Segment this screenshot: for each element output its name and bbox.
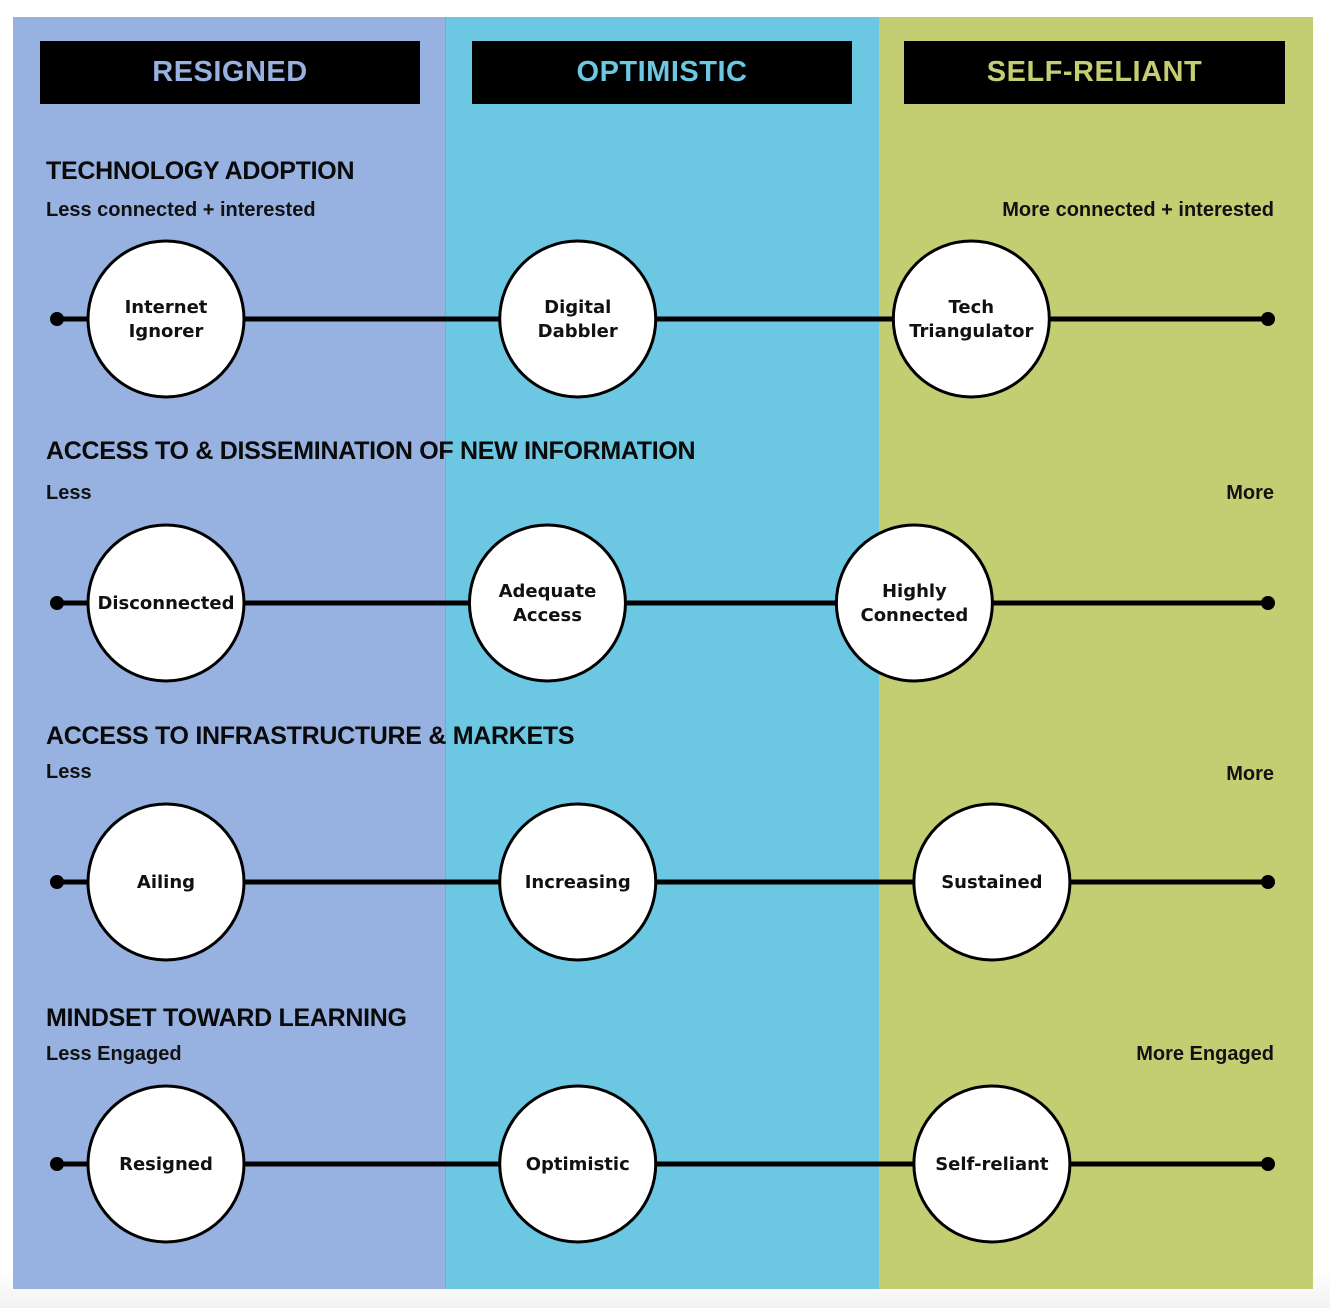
spectrum-node-label: Digital (544, 297, 611, 318)
spectrum-node (891, 239, 1051, 399)
spectrum-node-label: Access (513, 605, 582, 626)
spectrum-node (912, 1084, 1072, 1244)
spectrum-node (86, 523, 246, 683)
spectrum-node-label: Internet (125, 297, 208, 318)
column-resigned-panel (13, 17, 445, 1289)
spectrum-endpoint-right (1261, 596, 1275, 610)
spectrum-node-label: Ailing (137, 872, 195, 893)
spectrum-node-label: Disconnected (97, 593, 234, 614)
row-right-label: More (1226, 482, 1274, 504)
row-left-label: Less Engaged (46, 1043, 182, 1065)
column-header-self-reliant: SELF-RELIANT (904, 41, 1285, 104)
spectrum-node (912, 802, 1072, 962)
row-title-infrastructure-markets: ACCESS TO INFRASTRUCTURE & MARKETS (46, 722, 575, 750)
spectrum-endpoint-left (50, 312, 64, 326)
spectrum-node-label: Highly (882, 581, 947, 602)
row-title-technology-adoption: TECHNOLOGY ADOPTION (46, 157, 355, 185)
row-right-label: More Engaged (1136, 1043, 1274, 1065)
column-header-resigned: RESIGNED (40, 41, 420, 104)
spectrum-node-label: Dabbler (538, 321, 618, 342)
row-title-information-access: ACCESS TO & DISSEMINATION OF NEW INFORMA… (46, 437, 696, 465)
row-title-mindset-learning: MINDSET TOWARD LEARNING (46, 1004, 407, 1032)
spectrum-node-label: Ignorer (129, 321, 204, 342)
spectrum-endpoint-right (1261, 312, 1275, 326)
row-left-label: Less connected + interested (46, 199, 316, 221)
spectrum-endpoint-left (50, 875, 64, 889)
spectrum-node (467, 523, 627, 683)
spectrum-endpoint-right (1261, 875, 1275, 889)
spectrum-node-label: Increasing (525, 872, 631, 893)
spectrum-endpoint-left (50, 1157, 64, 1171)
row-right-label: More connected + interested (1002, 199, 1274, 221)
spectrum-endpoint-right (1261, 1157, 1275, 1171)
spectrum-node (86, 239, 246, 399)
spectrum-node (86, 802, 246, 962)
spectrum-node (86, 1084, 246, 1244)
spectrum-node (498, 802, 658, 962)
spectrum-node-label: Self-reliant (935, 1154, 1049, 1175)
spectrum-node-label: Adequate (499, 581, 597, 602)
column-header-optimistic: OPTIMISTIC (472, 41, 852, 104)
spectrum-node-label: Triangulator (909, 321, 1033, 342)
row-right-label: More (1226, 763, 1274, 785)
spectrum-node (498, 239, 658, 399)
spectrum-node-label: Resigned (119, 1154, 213, 1175)
row-left-label: Less (46, 482, 92, 504)
spectrum-node-label: Sustained (941, 872, 1042, 893)
spectrum-endpoint-left (50, 596, 64, 610)
spectrum-node-label: Tech (949, 297, 995, 318)
spectrum-node-label: Optimistic (526, 1154, 630, 1175)
spectrum-node-label: Connected (860, 605, 968, 626)
spectrum-node (498, 1084, 658, 1244)
spectrum-node (834, 523, 994, 683)
row-left-label: Less (46, 761, 92, 783)
